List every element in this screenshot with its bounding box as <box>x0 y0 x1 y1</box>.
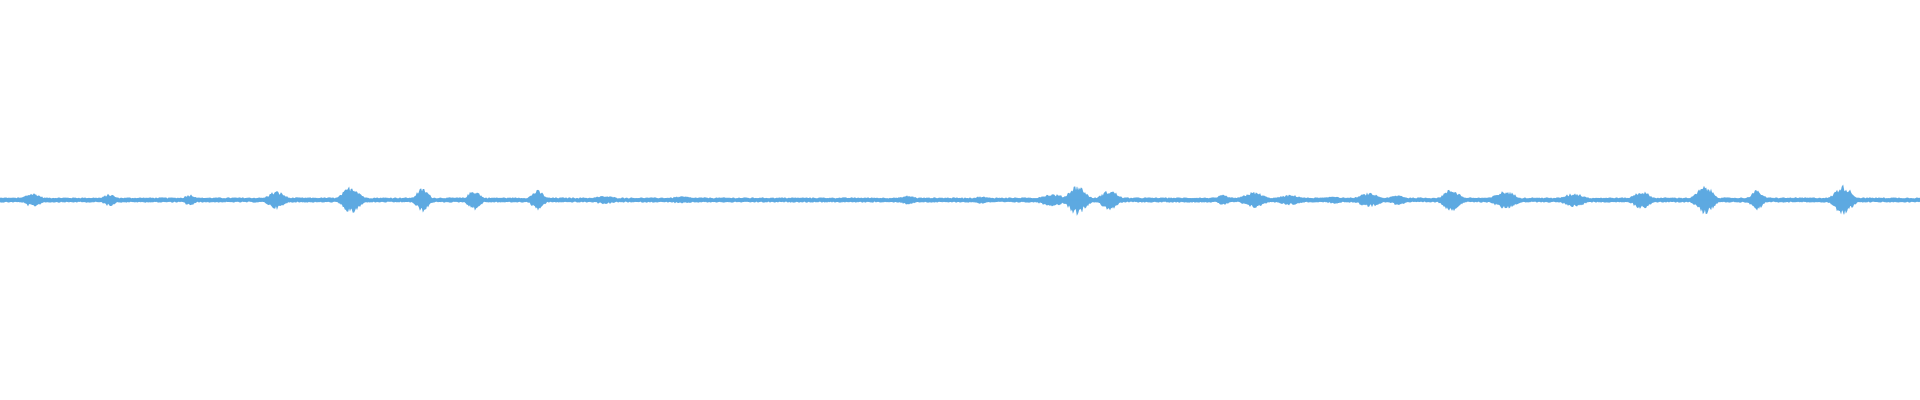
waveform-panel <box>0 184 1920 216</box>
audio-waveform <box>0 184 1920 216</box>
